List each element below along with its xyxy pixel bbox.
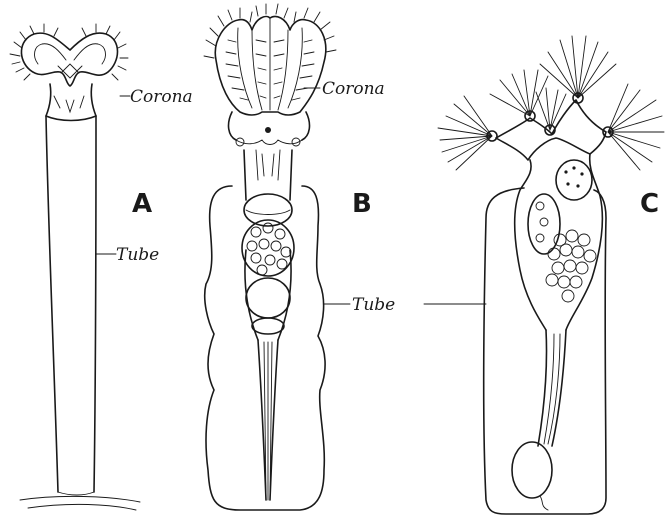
shared-tube-label: Tube — [352, 295, 395, 315]
panel-c-tube — [484, 188, 606, 514]
panel-a-letter: A — [132, 189, 152, 219]
panel-a-tube-label: Tube — [116, 245, 159, 265]
panel-c-organism — [438, 36, 664, 514]
panel-c-eggs — [546, 230, 596, 302]
panel-c-body — [512, 154, 602, 510]
panel-c-corona — [438, 36, 664, 170]
panel-b-letter: B — [352, 189, 372, 219]
panel-b-body — [229, 112, 310, 500]
panel-a-organism — [10, 24, 140, 510]
panel-b-corona — [204, 4, 336, 133]
panel-a-corona — [10, 24, 128, 121]
panel-a-corona-label: Corona — [130, 87, 193, 107]
panel-b-organism — [204, 4, 336, 510]
panel-b-corona-label: Corona — [322, 79, 385, 99]
panel-c-letter: C — [640, 189, 659, 219]
panel-a-tube — [20, 116, 140, 510]
